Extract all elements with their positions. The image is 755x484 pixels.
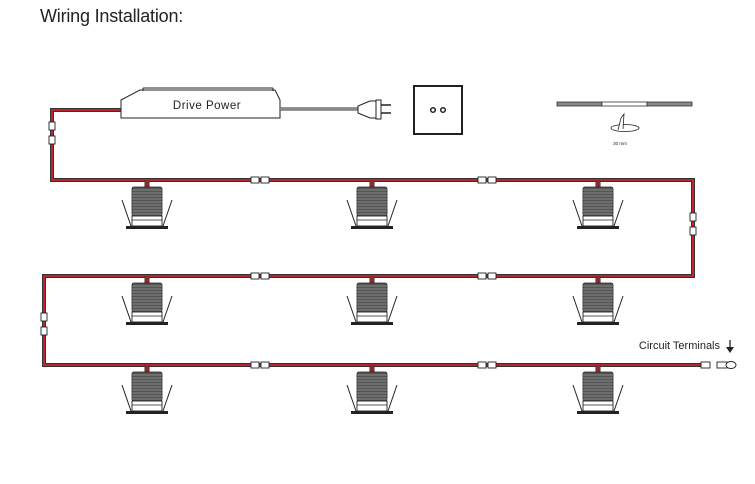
terminal-connector <box>716 361 728 369</box>
power-plug <box>280 99 391 120</box>
downlight <box>572 276 624 325</box>
terminal-connector <box>700 361 711 369</box>
wire-connector <box>40 312 48 336</box>
wire-connector <box>689 212 697 236</box>
connectors <box>40 121 697 369</box>
ring-terminal <box>725 361 737 369</box>
wire-connector <box>477 176 497 184</box>
drive-power-unit: Drive Power <box>120 87 281 119</box>
downlight <box>572 365 624 414</box>
mounting-strip: 30 mm <box>556 101 693 146</box>
downlight <box>121 180 173 229</box>
wire-connector <box>250 176 270 184</box>
downlights <box>121 180 624 414</box>
arrow-down-icon <box>726 340 734 353</box>
wires <box>42 108 702 367</box>
downlight <box>121 276 173 325</box>
drive-power-label: Drive Power <box>173 100 241 112</box>
wire-connector <box>477 272 497 280</box>
wire-core <box>43 109 702 366</box>
downlight <box>346 180 398 229</box>
downlight <box>346 276 398 325</box>
wire-connector <box>48 121 56 145</box>
dimension-label: 30 mm <box>613 141 627 146</box>
wire-connector <box>250 361 270 369</box>
wire-connector <box>477 361 497 369</box>
wall-outlet <box>413 85 463 135</box>
wire-connector <box>250 272 270 280</box>
circuit-terminals: Circuit Terminals <box>639 340 737 369</box>
circuit-terminals-label: Circuit Terminals <box>639 340 721 352</box>
wire <box>42 108 702 367</box>
downlight <box>346 365 398 414</box>
downlight <box>572 180 624 229</box>
downlight <box>121 365 173 414</box>
page-title: Wiring Installation: <box>40 6 184 26</box>
